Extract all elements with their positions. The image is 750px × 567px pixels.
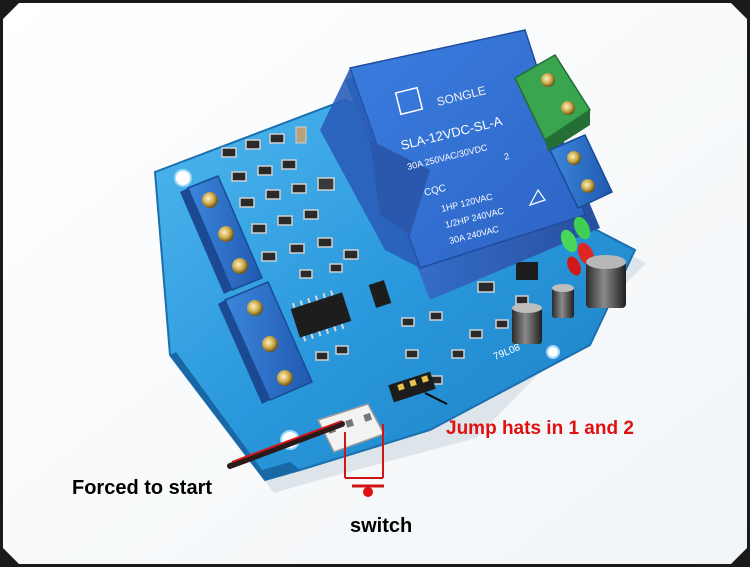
capacitor: [512, 255, 626, 344]
relay-logo: [394, 86, 424, 116]
forced-to-start-label: Forced to start: [72, 477, 213, 499]
terminal-block-lower: [218, 281, 313, 404]
switch-symbol: [344, 424, 384, 497]
jumper-header: [388, 371, 436, 403]
jump-hats-label: Jump hats in 1 and 2: [446, 418, 634, 439]
relay-pin: 2: [503, 151, 510, 162]
led-green: [560, 216, 591, 253]
relay-warning-mark: [528, 188, 546, 207]
terminal-blue-right: [548, 134, 613, 209]
annotation-wire: [227, 420, 345, 469]
ic-chip: [290, 290, 352, 342]
smd-components: 79L08: [221, 126, 538, 385]
jump-pointer: [424, 392, 448, 405]
switch-label: switch: [350, 515, 413, 537]
terminal-green: [514, 53, 592, 152]
terminal-block-upper: [180, 175, 263, 294]
relay-mark: CQC: [423, 183, 447, 199]
